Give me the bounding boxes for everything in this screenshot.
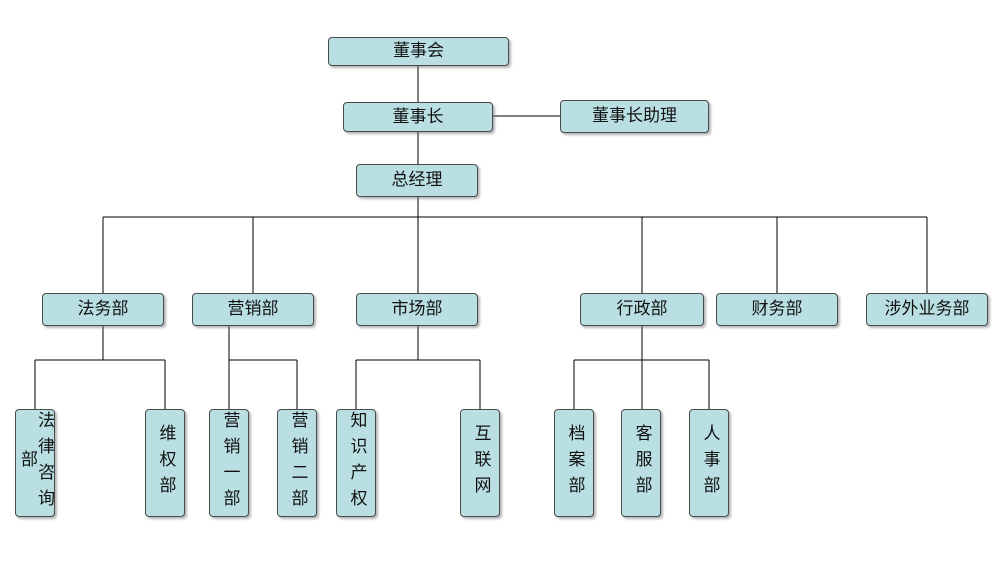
admin-department-node: 行政部 — [580, 293, 704, 326]
general-manager-node: 总经理 — [356, 164, 478, 197]
market-department-node: 市场部 — [356, 293, 478, 326]
finance-department-node: 财务部 — [716, 293, 838, 326]
sales-one-node: 营销一部 — [209, 409, 249, 517]
archive-node: 档案部 — [554, 409, 594, 517]
chairman-node: 董事长 — [343, 102, 493, 132]
foreign-affairs-department-node: 涉外业务部 — [866, 293, 988, 326]
human-resources-node: 人事部 — [689, 409, 729, 517]
internet-node: 互联网 — [460, 409, 500, 517]
board-node: 董事会 — [328, 37, 509, 66]
intellectual-property-node: 知识产权 — [336, 409, 376, 517]
rights-protection-node: 维权部 — [145, 409, 185, 517]
marketing-department-node: 营销部 — [192, 293, 314, 326]
customer-service-node: 客服部 — [621, 409, 661, 517]
legal-department-node: 法务部 — [42, 293, 164, 326]
sales-two-node: 营销二部 — [277, 409, 317, 517]
assistant-node: 董事长助理 — [560, 100, 709, 133]
legal-consult-node: 法律咨询部 — [15, 409, 55, 517]
